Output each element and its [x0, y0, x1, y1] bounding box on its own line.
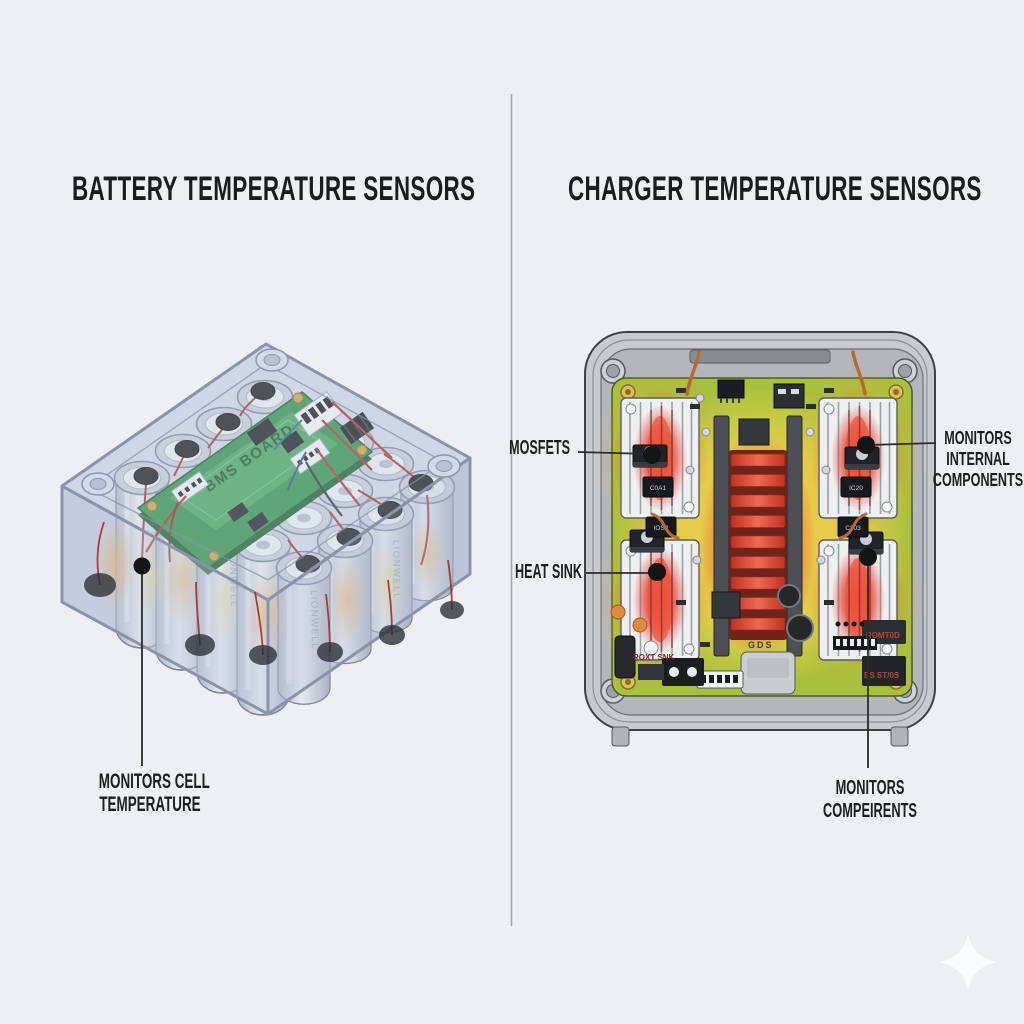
- copper-wires: [650, 350, 868, 540]
- callout-monitors-internal-components: MONITORS INTERNAL COMPONENTS: [930, 427, 1024, 490]
- leader-mosfets: [577, 451, 651, 455]
- callout-leaders: [141, 442, 937, 768]
- charger-illustration: C0A1 IC20 IOS2 C203: [584, 331, 936, 747]
- callout-line: MONITORS: [835, 777, 905, 799]
- bms-board: BMS BOARD: [136, 391, 375, 575]
- silkscreen-text: GDS: [748, 640, 774, 650]
- svg-text:C0A1: C0A1: [650, 485, 667, 492]
- callout-line: COMPEIRENTS: [823, 800, 917, 822]
- chip-top-right: IC20: [840, 476, 872, 498]
- callout-line: MONITORS: [944, 427, 1012, 448]
- callout-line: INTERNAL: [946, 448, 1010, 469]
- callout-monitors-components: MONITORS COMPEIRENTS: [819, 777, 921, 823]
- sparkle-icon: [940, 934, 996, 990]
- charger-foot: [611, 726, 630, 747]
- case-corner-boss: [81, 348, 461, 496]
- battery-pack-illustration: LIONWELL LIONWELL LIONWELL: [60, 342, 472, 715]
- callout-monitors-cell-temperature: MONITORS CELL TEMPERATURE: [98, 770, 210, 816]
- svg-text:IOS2: IOS2: [654, 525, 669, 532]
- charger-components: ROXT SNK GDS ROMT0D ES ST/0S: [610, 350, 906, 695]
- front-cell-sensors: [84, 521, 464, 665]
- cell-brand-text: LIONWELL: [390, 540, 402, 600]
- callout-line: MONITORS CELL: [98, 770, 210, 793]
- svg-text:IC20: IC20: [849, 485, 863, 492]
- silkscreen-text: ROMT0D: [866, 631, 900, 640]
- bms-wires: [145, 401, 393, 563]
- chip-top-left: C0A1: [642, 476, 674, 498]
- silkscreen-text: ROXT SNK: [633, 653, 675, 662]
- silkscreen-text: ES ST/0S: [864, 671, 900, 680]
- callout-dots: [133, 436, 877, 581]
- callout-line: COMPONENTS: [932, 469, 1024, 490]
- left-panel-title: BATTERY TEMPERATURE SENSORS: [72, 170, 476, 208]
- cell-brand-text: LIONWELL: [308, 590, 320, 650]
- leader-internal-components: [867, 442, 937, 446]
- callout-heat-sink: HEAT SINK: [515, 561, 582, 583]
- right-panel-title: CHARGER TEMPERATURE SENSORS: [568, 170, 982, 208]
- callout-mosfets: MOSFETS: [509, 437, 570, 459]
- callout-line: TEMPERATURE: [99, 792, 201, 816]
- charger-foot: [890, 726, 909, 747]
